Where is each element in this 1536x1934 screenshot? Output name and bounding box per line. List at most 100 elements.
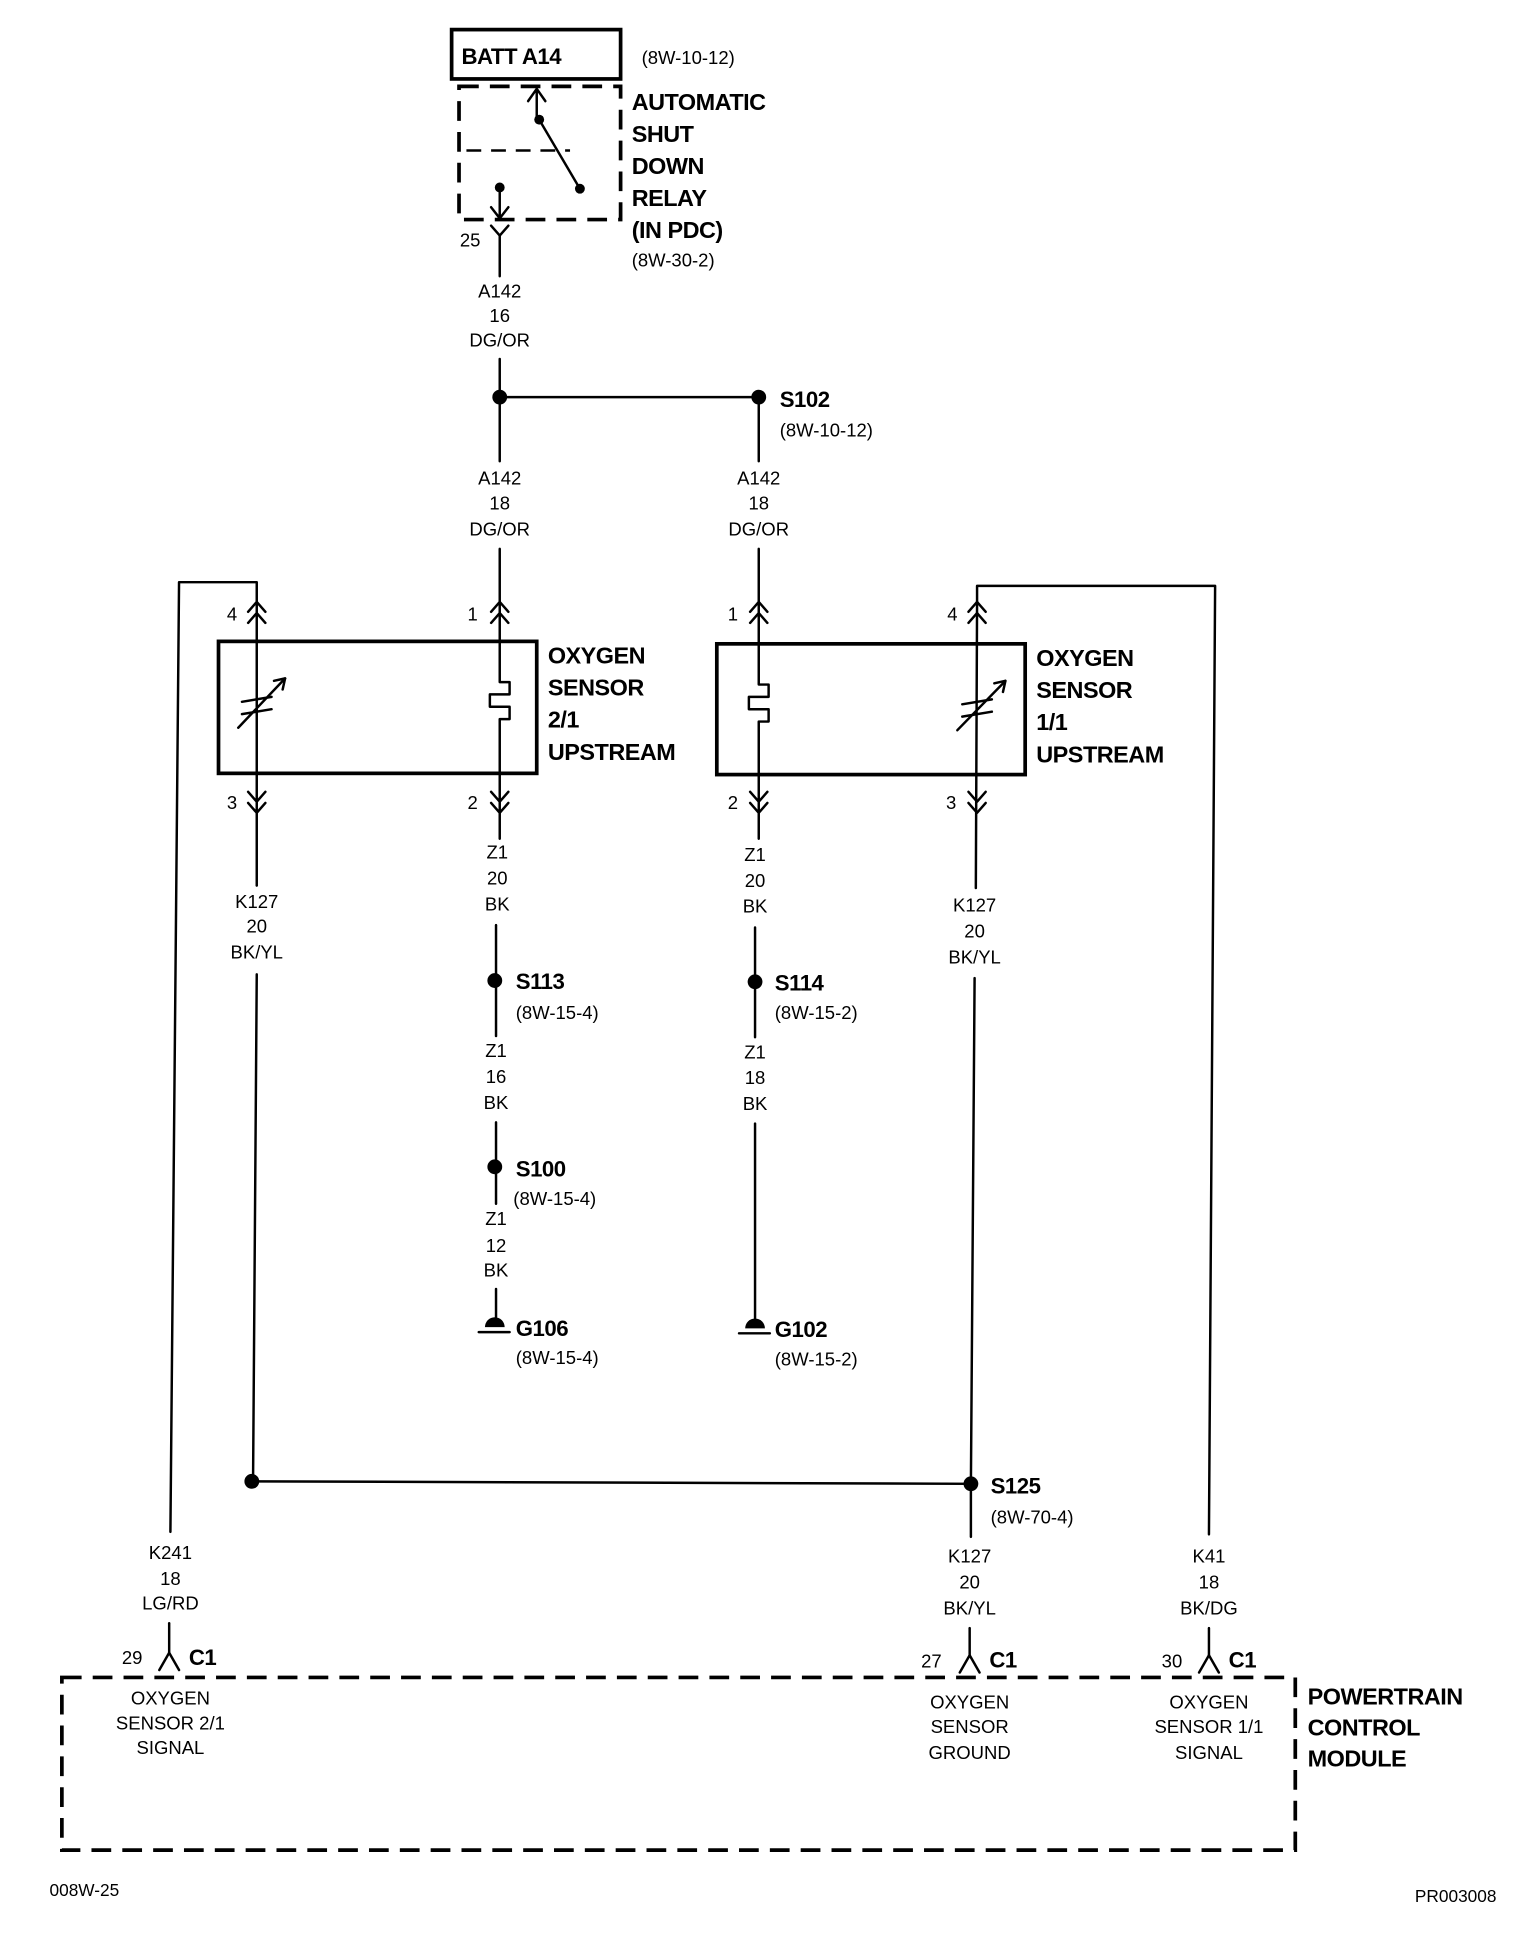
asd-relay: AUTOMATIC SHUT DOWN RELAY (IN PDC) (8W-3… xyxy=(457,84,767,270)
pcm-connector-pin-27: 27 C1 OXYGEN SENSOR GROUND xyxy=(921,1648,1017,1763)
connector-chevron-icon xyxy=(489,611,510,625)
oxygen-sensor-11: OXYGEN SENSOR 1/1 UPSTREAM 1 2 3 4 xyxy=(714,584,1217,1536)
pin-function-line-1: OXYGEN xyxy=(131,1688,210,1709)
pcm-box xyxy=(60,1675,1298,1852)
pin-function-line-2: SENSOR 1/1 xyxy=(1154,1716,1263,1737)
circuit-code: Z1 xyxy=(744,1041,766,1062)
circuit-gauge: 20 xyxy=(745,870,766,891)
relay-ref: (8W-30-2) xyxy=(632,249,715,270)
sensor-name-line-1: OXYGEN xyxy=(1036,645,1133,671)
variable-arrowhead-icon xyxy=(993,679,1007,694)
circuit-a142-sensor-21: A142 18 DG/OR xyxy=(469,395,530,604)
ground-g106-id: G106 xyxy=(516,1316,568,1341)
sensor-pin-3: 3 xyxy=(946,792,956,813)
relay-name-line-4: RELAY xyxy=(632,185,708,211)
sensor-name-line-3: 2/1 xyxy=(548,707,580,733)
circuit-gauge: 18 xyxy=(489,492,510,513)
circuit-color: BK xyxy=(484,1260,509,1281)
connector-icon xyxy=(158,1651,181,1672)
relay-down-arrow-icon xyxy=(489,205,510,220)
variable-arrow-icon xyxy=(237,677,287,729)
connector-icon xyxy=(958,1654,981,1674)
circuit-k127-sensor-21: K127 20 BK/YL xyxy=(231,891,973,1489)
sensor-pin-1: 1 xyxy=(467,603,477,624)
connector-chevron-icon xyxy=(967,801,987,815)
batt-box xyxy=(449,27,623,81)
circuit-color: BK/YL xyxy=(948,946,1000,967)
sensing-element-plate xyxy=(240,707,273,716)
circuit-color: LG/RD xyxy=(142,1593,199,1614)
relay-name-line-2: SHUT xyxy=(632,121,695,147)
sensing-element-plate xyxy=(961,710,994,718)
circuit-gauge: 20 xyxy=(487,867,508,888)
sensor-pin-1: 1 xyxy=(728,603,738,624)
connector-pin: 30 xyxy=(1162,1651,1183,1672)
circuit-code: K241 xyxy=(149,1542,192,1563)
pin-function-line-3: GROUND xyxy=(929,1742,1011,1763)
ground-g102-id: G102 xyxy=(775,1317,827,1342)
splice-s100-id: S100 xyxy=(516,1157,566,1182)
circuit-color: BK/YL xyxy=(231,941,283,962)
batt-ref: (8W-10-12) xyxy=(642,47,735,68)
sensor-pin-2: 2 xyxy=(728,792,738,813)
battery-feed: BATT A14 (8W-10-12) xyxy=(449,27,735,81)
connector-id: C1 xyxy=(989,1648,1017,1673)
circuit-gauge: 20 xyxy=(246,915,267,936)
circuit-gauge: 18 xyxy=(160,1568,181,1589)
splice-s113-ref: (8W-15-4) xyxy=(516,1002,599,1023)
circuit-color: BK xyxy=(743,896,768,917)
circuit-gauge: 18 xyxy=(745,1067,766,1088)
powertrain-control-module: POWERTRAIN CONTROL MODULE 29 C1 OXYGEN S… xyxy=(60,1645,1463,1852)
circuit-code: K41 xyxy=(1192,1546,1225,1567)
circuit-code: Z1 xyxy=(485,1040,507,1061)
wire-segment xyxy=(251,973,258,1483)
figure-id: PR003008 xyxy=(1415,1886,1497,1906)
pcm-name-line-2: CONTROL xyxy=(1308,1714,1421,1740)
sensor-name-line-2: SENSOR xyxy=(548,675,645,701)
splice-s100-ref: (8W-15-4) xyxy=(513,1188,596,1209)
circuit-k127-pcm: K127 20 BK/YL xyxy=(943,1546,996,1657)
pin-function-line-3: SIGNAL xyxy=(1175,1742,1243,1763)
sensor-box xyxy=(714,641,1028,777)
circuit-code: Z1 xyxy=(744,844,766,865)
pin-function-line-1: OXYGEN xyxy=(1169,1691,1248,1712)
sensor-pin-4: 4 xyxy=(947,603,957,624)
connector-chevron-icon xyxy=(748,611,769,625)
relay-pin-number: 25 xyxy=(460,230,481,251)
variable-arrowhead-icon xyxy=(272,677,287,691)
sensor-pin-4: 4 xyxy=(227,603,237,624)
connector-chevron-icon xyxy=(246,600,267,614)
connector-pin: 29 xyxy=(122,1647,143,1668)
ground-icon xyxy=(745,1318,765,1329)
relay-contact-dot xyxy=(574,183,585,194)
relay-pin-connector-icon xyxy=(489,224,510,237)
circuit-color: BK xyxy=(484,1092,509,1113)
pcm-connector-pin-29: 29 C1 OXYGEN SENSOR 2/1 SIGNAL xyxy=(116,1645,225,1758)
splice-ref: (8W-70-4) xyxy=(991,1506,1074,1527)
circuit-gauge: 16 xyxy=(489,305,510,326)
circuit-k41: K41 18 BK/DG xyxy=(1180,1546,1238,1657)
heater-element-icon xyxy=(488,600,511,840)
ground-g106-ref: (8W-15-4) xyxy=(516,1347,599,1368)
pin-function-line-2: SENSOR xyxy=(931,1716,1009,1737)
connector-pin: 27 xyxy=(921,1651,942,1672)
pin-function-line-3: SIGNAL xyxy=(136,1737,204,1758)
relay-name-line-3: DOWN xyxy=(632,153,704,179)
circuit-gauge: 12 xyxy=(486,1235,507,1256)
connector-id: C1 xyxy=(1229,1648,1257,1673)
connector-chevron-icon xyxy=(489,600,510,614)
circuit-gauge: 20 xyxy=(959,1572,980,1593)
connector-chevron-icon xyxy=(748,801,769,815)
connector-chevron-icon xyxy=(246,611,267,625)
sensor-pin-3: 3 xyxy=(227,792,237,813)
splice-id: S125 xyxy=(991,1474,1041,1499)
circuit-color: BK xyxy=(743,1093,768,1114)
relay-name-line-1: AUTOMATIC xyxy=(632,89,766,115)
page-number: 008W-25 xyxy=(50,1880,120,1900)
circuit-code: A142 xyxy=(737,468,780,489)
connector-icon xyxy=(1197,1654,1221,1674)
sensing-element-line xyxy=(974,600,979,890)
connector-chevron-icon xyxy=(489,790,510,803)
connector-chevron-icon xyxy=(967,600,987,614)
